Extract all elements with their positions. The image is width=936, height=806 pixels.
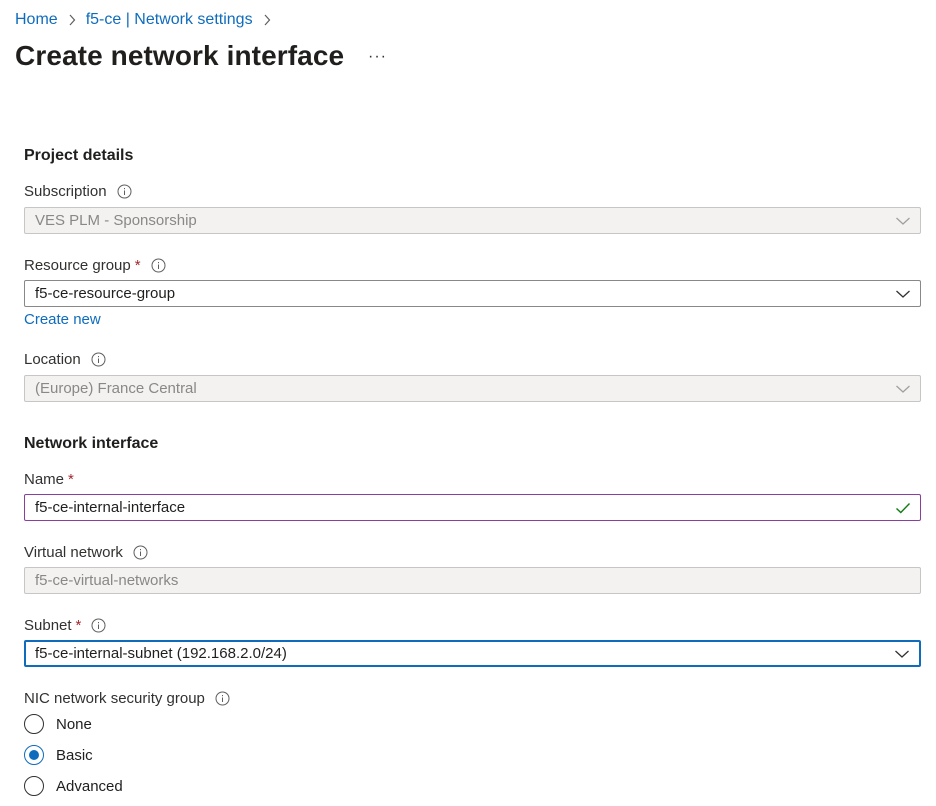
breadcrumb: Home f5-ce | Network settings [15,9,281,31]
location-label: Location [24,349,106,369]
info-icon[interactable] [91,352,106,367]
name-input[interactable]: f5-ce-internal-interface [24,494,921,521]
nsg-option-basic[interactable]: Basic [24,743,93,767]
create-new-link[interactable]: Create new [24,311,101,328]
resource-group-value: f5-ce-resource-group [35,285,176,302]
more-options-button[interactable]: ··· [368,48,387,65]
network-interface-heading: Network interface [24,435,159,452]
location-value: (Europe) France Central [35,380,197,397]
virtual-network-input[interactable]: f5-ce-virtual-networks [24,567,921,594]
chevron-right-icon [68,14,76,26]
resource-group-label: Resource group * [24,255,166,275]
nsg-label-text: NIC network security group [24,689,205,707]
chevron-down-icon [895,384,911,394]
virtual-network-value: f5-ce-virtual-networks [35,572,179,589]
nsg-option-advanced[interactable]: Advanced [24,774,123,798]
info-icon[interactable] [117,184,132,199]
name-value: f5-ce-internal-interface [35,499,186,516]
subscription-select[interactable]: VES PLM - Sponsorship [24,207,921,234]
subnet-select[interactable]: f5-ce-internal-subnet (192.168.2.0/24) [24,640,921,667]
page-title: Create network interface [15,40,345,71]
subscription-label-text: Subscription [24,182,107,200]
required-asterisk: * [68,470,74,488]
checkmark-icon [895,502,911,514]
location-label-text: Location [24,350,81,368]
breadcrumb-parent-link[interactable]: f5-ce | Network settings [85,11,253,28]
location-select[interactable]: (Europe) France Central [24,375,921,402]
nsg-option-label: None [56,715,92,733]
nsg-option-label: Advanced [56,777,123,795]
name-label: Name * [24,469,74,489]
required-asterisk: * [75,616,82,634]
subscription-value: VES PLM - Sponsorship [35,212,197,229]
info-icon[interactable] [215,691,230,706]
required-asterisk: * [134,256,141,274]
radio-button-checked[interactable] [24,745,44,765]
subnet-value: f5-ce-internal-subnet (192.168.2.0/24) [35,645,287,662]
resource-group-select[interactable]: f5-ce-resource-group [24,280,921,307]
info-icon[interactable] [91,618,106,633]
radio-button[interactable] [24,714,44,734]
chevron-down-icon [894,649,910,659]
info-icon[interactable] [133,545,148,560]
chevron-down-icon [895,289,911,299]
project-details-heading: Project details [24,147,134,164]
subnet-label-text: Subnet [24,616,72,634]
virtual-network-label-text: Virtual network [24,543,123,561]
nsg-label: NIC network security group [24,688,230,708]
radio-button[interactable] [24,776,44,796]
breadcrumb-home-link[interactable]: Home [15,11,58,28]
chevron-right-icon [263,14,271,26]
chevron-down-icon [895,216,911,226]
virtual-network-label: Virtual network [24,542,148,562]
subnet-label: Subnet * [24,615,106,635]
nsg-option-label: Basic [56,746,93,764]
resource-group-label-text: Resource group [24,256,131,274]
nsg-option-none[interactable]: None [24,712,92,736]
name-label-text: Name [24,470,65,488]
info-icon[interactable] [151,258,166,273]
subscription-label: Subscription [24,181,132,201]
